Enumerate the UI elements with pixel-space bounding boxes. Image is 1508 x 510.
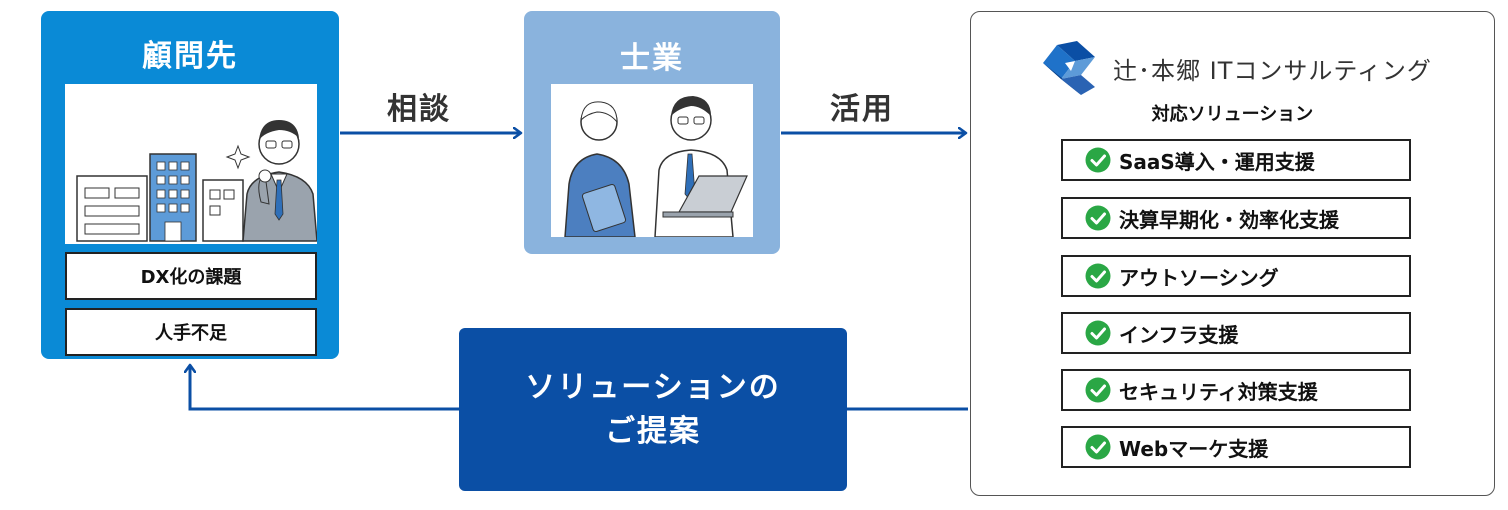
client-title: 顧問先 bbox=[142, 39, 238, 74]
check-circle-icon bbox=[1085, 205, 1111, 231]
professionals-with-laptop-illustration bbox=[551, 84, 753, 238]
solution-item-label: SaaS導入・運用支援 bbox=[1119, 149, 1315, 174]
check-circle-icon bbox=[1085, 377, 1111, 403]
solution-item-web-marketing: Webマーケ支援 bbox=[1061, 426, 1411, 468]
solution-item-label: セキュリティ対策支援 bbox=[1119, 379, 1318, 404]
solution-item-label: 決算早期化・効率化支援 bbox=[1119, 207, 1339, 232]
issue-labor-shortage: 人手不足 bbox=[65, 308, 317, 356]
check-circle-icon bbox=[1085, 147, 1111, 173]
solution-item-label: アウトソーシング bbox=[1119, 265, 1279, 290]
advisor-box: 士業 bbox=[524, 11, 780, 254]
solution-item-security: セキュリティ対策支援 bbox=[1061, 369, 1411, 411]
utilize-label: 活用 bbox=[830, 92, 894, 127]
client-box: 顧問先 bbox=[41, 11, 339, 359]
solution-item-outsourcing: アウトソーシング bbox=[1061, 255, 1411, 297]
brand-row: 辻･本郷 ITコンサルティング bbox=[1037, 38, 1432, 98]
company-logo bbox=[1043, 41, 1095, 95]
solution-item-saas: SaaS導入・運用支援 bbox=[1061, 139, 1411, 181]
consult-label: 相談 bbox=[387, 92, 451, 127]
solution-item-label: Webマーケ支援 bbox=[1119, 436, 1269, 461]
check-circle-icon bbox=[1085, 320, 1111, 346]
brand-name: 辻･本郷 ITコンサルティング bbox=[1113, 56, 1432, 85]
proposal-line-1: ソリューションの bbox=[525, 369, 781, 405]
solutions-panel: 辻･本郷 ITコンサルティング 対応ソリューション SaaS導入・運用支援 決算… bbox=[970, 11, 1495, 496]
advisor-title: 士業 bbox=[620, 41, 684, 76]
proposal-box: ソリューションの ご提案 bbox=[459, 328, 847, 491]
proposal-line-2: ご提案 bbox=[605, 413, 701, 449]
issue-dx: DX化の課題 bbox=[65, 252, 317, 300]
solution-item-closing: 決算早期化・効率化支援 bbox=[1061, 197, 1411, 239]
check-circle-icon bbox=[1085, 263, 1111, 289]
solutions-heading: 対応ソリューション bbox=[1151, 104, 1314, 125]
solution-item-label: インフラ支援 bbox=[1119, 322, 1239, 347]
check-circle-icon bbox=[1085, 434, 1111, 460]
office-buildings-businessman-illustration bbox=[65, 84, 318, 244]
solution-item-infra: インフラ支援 bbox=[1061, 312, 1411, 354]
